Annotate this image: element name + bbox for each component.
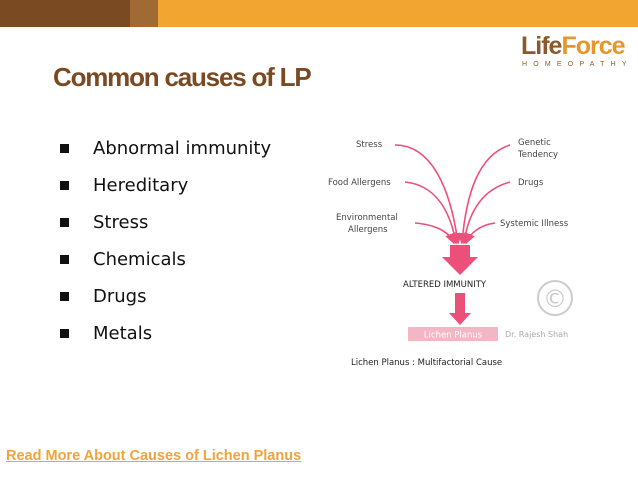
bullet-text: Hereditary [93, 175, 189, 196]
arrow-systemic [464, 222, 496, 245]
slide-title: Common causes of LP [53, 62, 312, 92]
square-bullet-icon [60, 144, 69, 153]
banner-segment-dark [0, 0, 130, 27]
cause-genetic-line2: Tendency [517, 150, 558, 160]
bullet-item: Stress [60, 204, 271, 241]
author-credit: Dr. Rajesh Shah [505, 330, 568, 339]
cause-systemic-illness: Systemic Illness [500, 219, 569, 229]
lifeforce-logo: LifeForce HOMEOPATHY [521, 33, 631, 73]
banner-segment-orange [158, 0, 638, 27]
top-banner [0, 0, 638, 27]
bullet-item: Metals [60, 315, 271, 352]
logo-word-force: Force [561, 32, 625, 60]
logo-word-life: Life [521, 32, 562, 60]
copyright-symbol: © [543, 285, 567, 313]
bullet-item: Drugs [60, 278, 271, 315]
bullet-item: Abnormal immunity [60, 130, 271, 167]
logo-wordmark: LifeForce [521, 32, 626, 60]
altered-immunity-label: ALTERED IMMUNITY [403, 280, 487, 290]
cause-environmental-line1: Environmental [336, 213, 398, 223]
logo-tagline: HOMEOPATHY [522, 61, 633, 68]
square-bullet-icon [60, 218, 69, 227]
banner-segment-mid [130, 0, 158, 27]
square-bullet-icon [60, 329, 69, 338]
bullet-text: Chemicals [93, 249, 186, 270]
arrow-down-lichen-icon [449, 293, 471, 325]
square-bullet-icon [60, 255, 69, 264]
cause-drugs: Drugs [518, 178, 544, 188]
arrow-stress [394, 144, 463, 245]
arrow-down-immunity-icon [442, 245, 478, 275]
bullet-text: Metals [93, 323, 153, 344]
bullet-text: Drugs [93, 286, 147, 307]
bullet-item: Hereditary [60, 167, 271, 204]
multifactorial-cause-diagram: Stress Food Allergens Environmental Alle… [328, 138, 573, 368]
cause-genetic-line1: Genetic [518, 138, 551, 148]
lichen-planus-box [408, 327, 498, 341]
cause-stress: Stress [356, 140, 383, 150]
lichen-planus-label: Lichen Planus [424, 331, 483, 341]
arrow-environmental [414, 222, 456, 245]
bullet-text: Abnormal immunity [93, 138, 272, 159]
square-bullet-icon [60, 292, 69, 301]
arrow-genetic [457, 144, 511, 245]
read-more-link[interactable]: Read More About Causes of Lichen Planus [6, 448, 302, 464]
bullet-text: Stress [93, 212, 149, 233]
causes-bullet-list: Abnormal immunity Hereditary Stress Chem… [60, 130, 271, 352]
cause-environmental-line2: Allergens [348, 225, 388, 235]
copyright-circle-icon [537, 280, 573, 316]
bullet-item: Chemicals [60, 241, 271, 278]
cause-food-allergens: Food Allergens [328, 178, 391, 188]
square-bullet-icon [60, 181, 69, 190]
diagram-caption: Lichen Planus : Multifactorial Cause [351, 358, 502, 368]
